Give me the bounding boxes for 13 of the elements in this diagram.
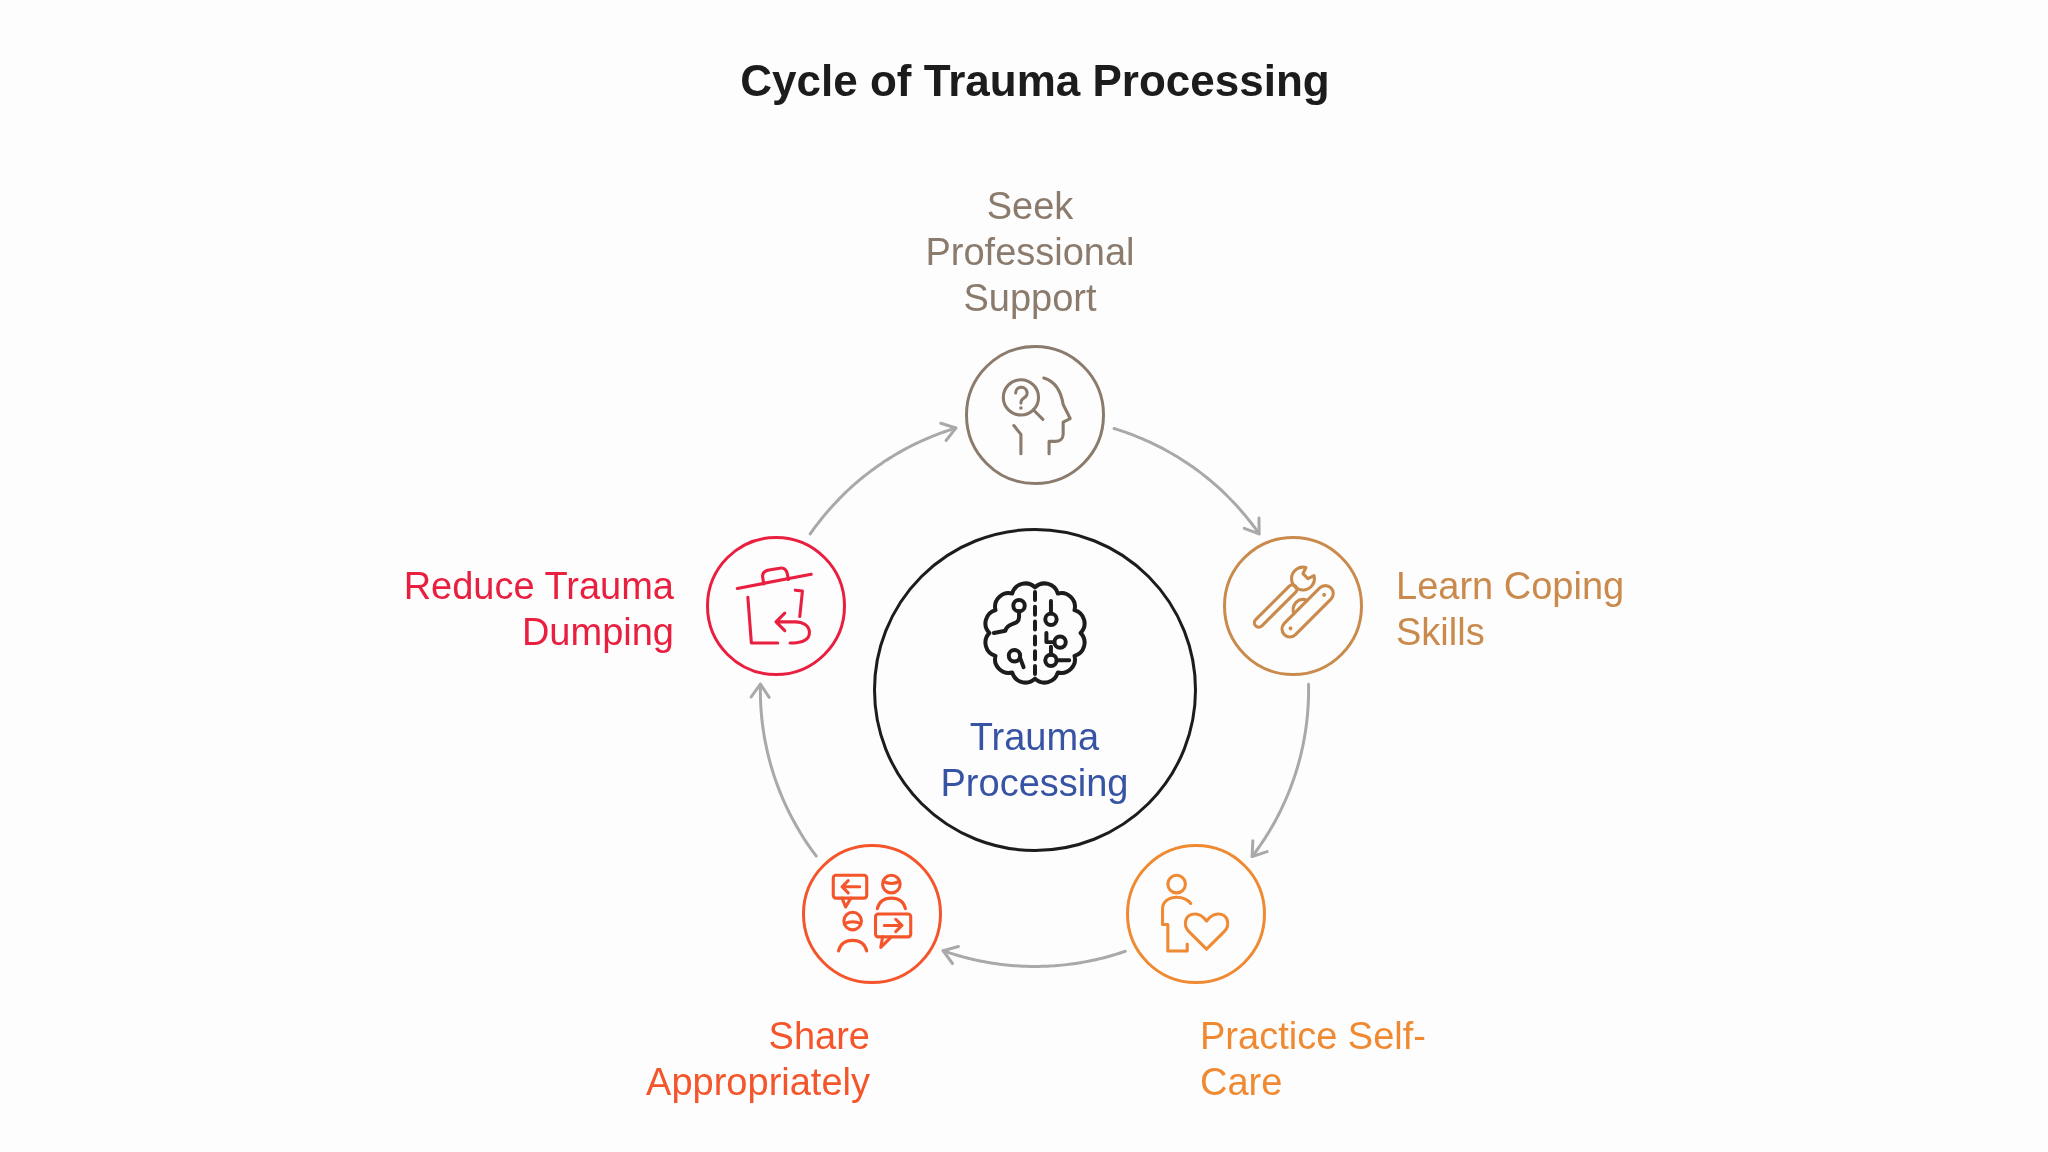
arrow xyxy=(1112,427,1261,536)
arrow xyxy=(1250,682,1311,858)
step-label: Trauma Processing xyxy=(940,715,1129,804)
hub-circle xyxy=(873,528,1197,852)
arrow xyxy=(941,945,1127,968)
step-label: Share Appropriately xyxy=(646,1015,870,1103)
step-label: Seek Professional Support xyxy=(925,185,1135,319)
step-label: Learn Coping Skills xyxy=(1396,565,1625,653)
step-label: Reduce Trauma Dumping xyxy=(403,565,674,653)
arrow xyxy=(749,682,818,858)
step-label: Practice Self-Care xyxy=(1200,1015,1426,1103)
diagram-title: Cycle of Trauma Processing xyxy=(740,55,1330,107)
arrow xyxy=(808,421,958,536)
